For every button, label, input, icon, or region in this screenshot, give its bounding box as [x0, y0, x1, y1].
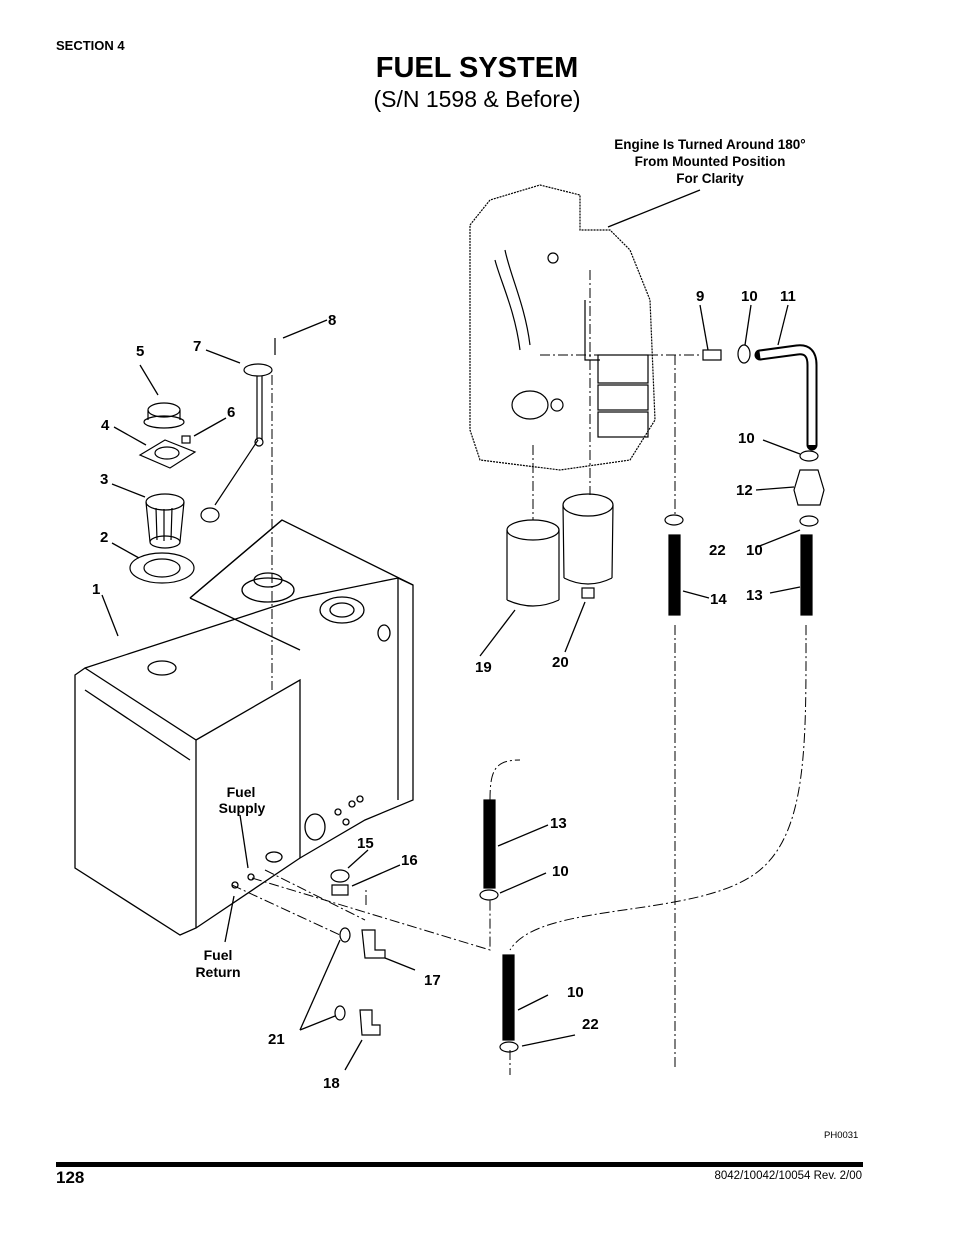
- callout-10-e: 10: [567, 984, 584, 1001]
- page-subtitle: (S/N 1598 & Before): [373, 86, 581, 112]
- fuel-tank-drawing: [74, 519, 414, 936]
- page-number: 128: [56, 1168, 85, 1187]
- callout-11: 11: [780, 288, 796, 305]
- fuel-supply-label-1: Fuel: [227, 784, 256, 800]
- callout-8: 8: [328, 312, 336, 329]
- callout-12: 12: [736, 482, 753, 499]
- fuel-return-label-2: Return: [195, 964, 240, 980]
- callout-16: 16: [401, 852, 418, 869]
- callout-10-b: 10: [738, 430, 755, 447]
- callout-6: 6: [227, 404, 235, 421]
- callout-22-a: 22: [709, 542, 726, 559]
- callout-9: 9: [696, 288, 704, 305]
- callout-18: 18: [323, 1075, 340, 1092]
- callout-10-d: 10: [552, 863, 569, 880]
- fuel-return-label-1: Fuel: [204, 947, 233, 963]
- callout-15: 15: [357, 835, 374, 852]
- document-reference: 8042/10042/10054 Rev. 2/00: [714, 1170, 863, 1182]
- callout-4: 4: [101, 417, 110, 434]
- footer-rule: [56, 1162, 863, 1167]
- callout-2: 2: [100, 529, 108, 546]
- callout-22-b: 22: [582, 1016, 599, 1033]
- callout-19: 19: [475, 659, 492, 676]
- leader-lines: [101, 189, 801, 1071]
- callout-13-b: 13: [550, 815, 567, 832]
- fuel-line-paths: [231, 270, 807, 1075]
- callout-5: 5: [136, 343, 144, 360]
- engine-note-line-3: For Clarity: [676, 171, 744, 186]
- engine-note-line-1: Engine Is Turned Around 180°: [614, 137, 806, 152]
- callout-17: 17: [424, 972, 441, 989]
- figure-code: PH0031: [824, 1130, 859, 1141]
- engine-note-line-2: From Mounted Position: [634, 154, 786, 169]
- callout-3: 3: [100, 471, 108, 488]
- callout-21: 21: [268, 1031, 285, 1048]
- callout-1: 1: [92, 581, 100, 598]
- callout-7: 7: [193, 338, 201, 355]
- fuel-supply-label-2: Supply: [219, 800, 266, 816]
- engine-orientation-note: Engine Is Turned Around 180° From Mounte…: [580, 136, 840, 187]
- callout-numbers: 1 2 3 4 5 7 6 8 9 10 11 10 12 22 10 14 1…: [92, 288, 796, 1092]
- callout-10-a: 10: [741, 288, 758, 305]
- callout-14: 14: [710, 591, 727, 608]
- callout-13-a: 13: [746, 587, 763, 604]
- callout-10-c: 10: [746, 542, 763, 559]
- tank-components: [129, 184, 825, 1053]
- page-title: FUEL SYSTEM: [375, 52, 579, 84]
- section-label: SECTION 4: [56, 38, 125, 53]
- callout-20: 20: [552, 654, 569, 671]
- line-labels: Fuel Supply Fuel Return: [195, 784, 265, 980]
